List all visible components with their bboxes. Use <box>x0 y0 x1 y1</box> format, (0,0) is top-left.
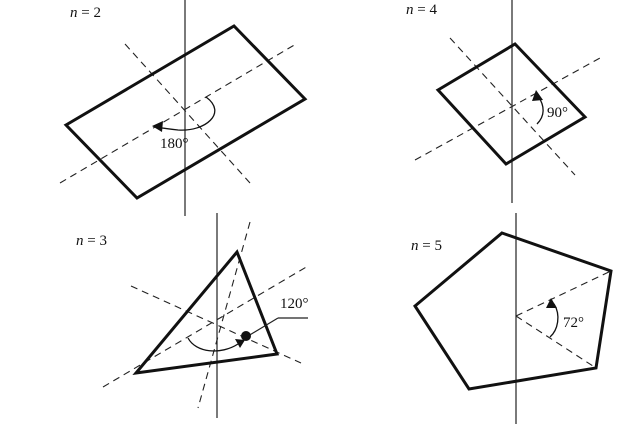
panel-n2: n = 2 180° <box>59 0 308 216</box>
panel-n3-triangle <box>132 249 280 376</box>
panel-n2-angle-label: 180° <box>160 136 189 152</box>
panel-n2-label: n = 2 <box>70 5 101 21</box>
panel-n3-arrowhead <box>235 339 245 348</box>
panel-n4-arrowhead <box>532 90 543 101</box>
panel-n5-arrowhead <box>546 298 557 308</box>
panel-n4-square <box>435 42 588 166</box>
panel-n2-rectangle <box>63 24 308 200</box>
panel-n4-symmetry-line-a <box>414 57 601 161</box>
panel-n2-symmetry-line-long <box>59 43 297 184</box>
panel-n5-center-to-vertex <box>515 270 612 317</box>
panel-n3-label: n = 3 <box>76 233 107 249</box>
panel-n2-arrowhead <box>152 121 163 132</box>
panel-n5-label: n = 5 <box>411 238 442 254</box>
panel-n4-symmetry-line-b <box>449 37 576 176</box>
panel-n5-angle-label: 72° <box>563 315 584 331</box>
panel-n3-angle-label: 120° <box>280 296 309 312</box>
panel-n4-label: n = 4 <box>406 2 437 18</box>
panel-n3-symmetry-line-c <box>197 221 251 409</box>
panel-n3-leader-line <box>247 317 279 337</box>
panel-n2-rotation-arrow <box>155 96 216 131</box>
panel-n3-rotation-arrow <box>187 337 239 352</box>
panel-n4-angle-label: 90° <box>547 105 568 121</box>
panel-n3: n = 3 120° <box>76 213 309 418</box>
panel-n2-symmetry-line-short <box>124 43 251 184</box>
panel-n5: n = 5 72° <box>411 213 613 424</box>
panel-n4: n = 4 90° <box>406 0 601 203</box>
panel-n3-marker-dot <box>241 331 251 341</box>
panel-n5-pentagon <box>413 231 613 391</box>
panel-n5-center-to-vertex-2 <box>515 315 597 369</box>
panel-n3-symmetry-line-b <box>102 265 309 388</box>
panel-n5-rotation-arrow <box>549 303 559 338</box>
